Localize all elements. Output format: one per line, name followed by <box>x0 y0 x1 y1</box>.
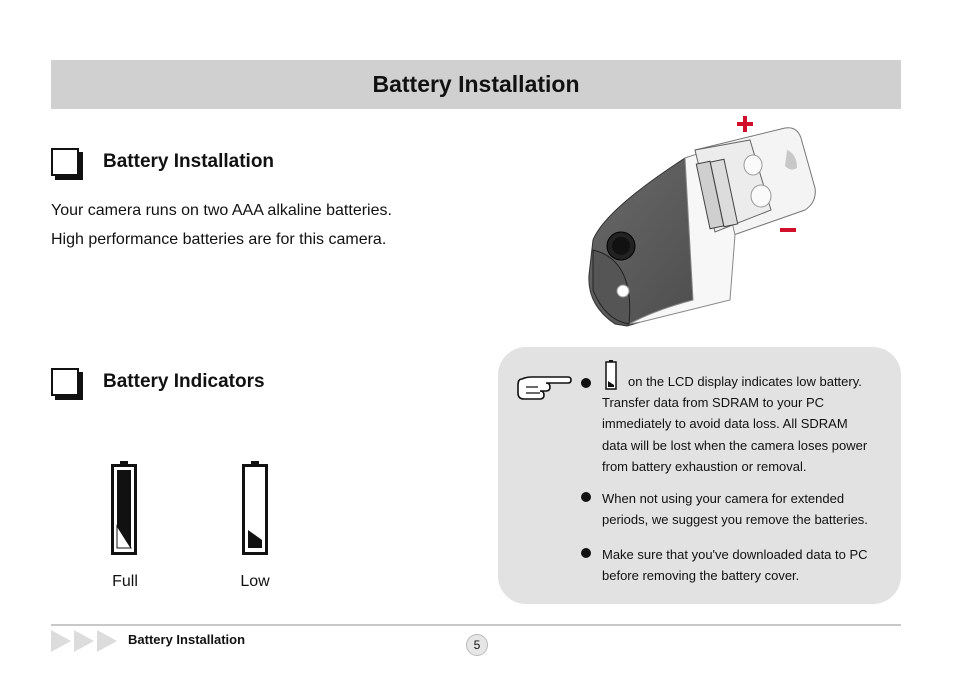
note-line: periods, we suggest you remove the batte… <box>602 512 868 528</box>
title-bar: Battery Installation <box>51 60 901 109</box>
battery-full-icon <box>111 461 137 555</box>
triangle-right-icon <box>74 630 94 652</box>
paragraph: High performance batteries are for this … <box>51 231 387 248</box>
bullet-icon <box>581 492 591 502</box>
installation-description: Your camera runs on two AAA alkaline bat… <box>51 196 392 254</box>
note-line: before removing the battery cover. <box>602 568 800 584</box>
triangle-right-icon <box>51 630 71 652</box>
note-line: from battery exhaustion or removal. <box>602 458 807 474</box>
section-title: Battery Indicators <box>103 371 265 392</box>
note-line: Transfer data from SDRAM to your PC <box>602 395 825 411</box>
notes-box: on the LCD display indicates low battery… <box>498 347 901 604</box>
battery-full-label: Full <box>112 573 138 590</box>
checkbox-square-icon <box>51 368 79 396</box>
page-title: Battery Installation <box>372 71 580 97</box>
section-heading-indicators: Battery Indicators <box>51 368 265 396</box>
footer-arrows <box>51 630 117 652</box>
battery-low-icon <box>242 461 268 555</box>
footer-section-label: Battery Installation <box>128 632 246 647</box>
camera-battery-illustration <box>588 116 816 327</box>
triangle-right-icon <box>97 630 117 652</box>
note-item: Make sure that you've downloaded data to… <box>602 544 887 586</box>
checkbox-square-icon <box>51 148 79 176</box>
minus-icon <box>780 228 796 232</box>
section-heading-installation: Battery Installation <box>51 148 274 176</box>
pointing-hand-icon <box>517 376 572 400</box>
page-number: 5 <box>466 634 488 656</box>
plus-icon <box>737 116 753 132</box>
paragraph: Your camera runs on two AAA alkaline bat… <box>51 202 392 219</box>
note-line: data will be lost when the camera loses … <box>602 437 868 453</box>
battery-low-icon <box>605 360 617 390</box>
note-line: immediately to avoid data loss. All SDRA… <box>602 416 848 432</box>
battery-low-label: Low <box>240 573 270 590</box>
note-item: on the LCD display indicates low battery… <box>602 371 887 477</box>
section-title: Battery Installation <box>103 151 275 172</box>
bullet-icon <box>581 378 591 388</box>
note-line: on the LCD display indicates low battery… <box>628 374 862 389</box>
footer-divider <box>51 624 901 626</box>
bullet-icon <box>581 548 591 558</box>
note-line: Make sure that you've downloaded data to… <box>602 547 868 562</box>
note-item: When not using your camera for extended … <box>602 488 887 530</box>
note-line: When not using your camera for extended <box>602 491 845 506</box>
